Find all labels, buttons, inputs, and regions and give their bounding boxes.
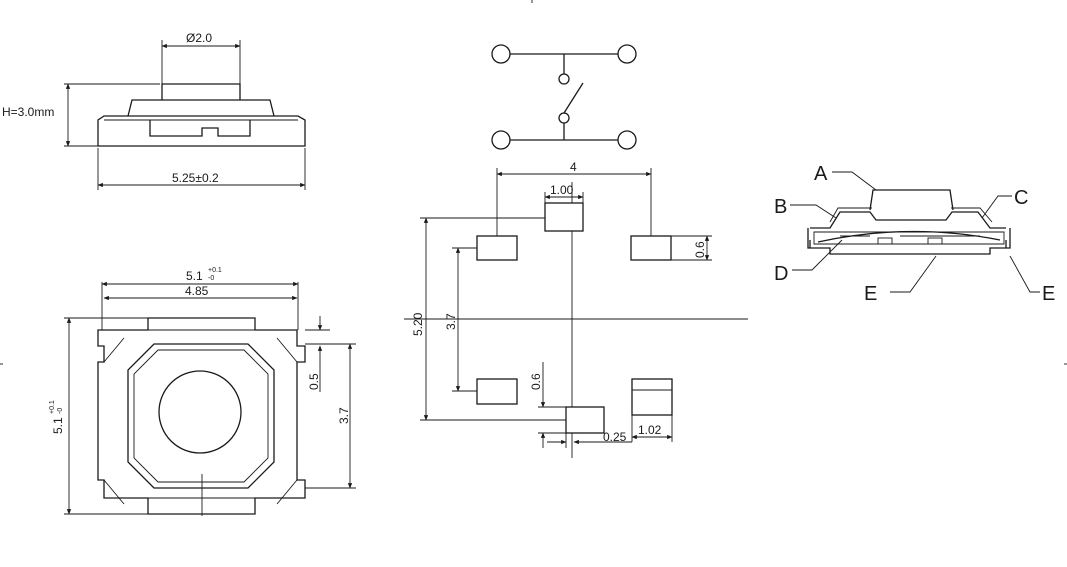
dim-outer-width: 5.1: [186, 269, 203, 283]
leader-b: [790, 204, 837, 219]
contact-circle: [558, 73, 570, 85]
switch-body-top: [97, 317, 306, 515]
dim-outer-width-tol-minus: -0: [208, 275, 214, 282]
dim-inner-y: 3.7: [444, 313, 458, 330]
cover-top: [127, 99, 275, 117]
switch-schematic: [491, 44, 637, 150]
pad-bottom-right: [631, 378, 673, 416]
contact-circle: [558, 112, 570, 124]
terminal-legs: [809, 240, 1007, 248]
dim-pad-gap: 0.6: [529, 373, 543, 390]
actuator-octagon-inner: [133, 349, 269, 483]
dim-pad-width: 1.00: [550, 183, 574, 197]
terminal-circle: [617, 130, 637, 150]
label-c: C: [1014, 187, 1028, 209]
switch-lever: [563, 82, 584, 114]
terminal-recess: [149, 120, 251, 137]
pad-bottom-left: [476, 378, 518, 405]
actuator-octagon-outer: [127, 343, 275, 489]
dim-width: 5.25±0.2: [172, 171, 219, 185]
dim-pad-height: 0.6: [693, 241, 707, 258]
label-d: D: [774, 263, 788, 285]
dim-height: H=3.0mm: [2, 105, 54, 119]
section-view: A B C D E E: [774, 163, 1055, 305]
dim-plunger-dia: Ø2.0: [186, 31, 212, 45]
corner-lines: [103, 337, 298, 505]
contact-e: [877, 237, 893, 245]
label-b: B: [774, 196, 787, 218]
dim-height-tol-minus: -0: [57, 408, 64, 414]
terminal-circle: [491, 130, 511, 150]
dim-offset: 0.25: [603, 430, 627, 444]
body-lines: [104, 329, 297, 499]
housing: [807, 228, 1011, 255]
pad-top-left: [476, 235, 518, 261]
pad-top-right: [630, 235, 672, 261]
leader-a: [832, 171, 877, 191]
dim-outer-width-tol-plus: +0.1: [208, 267, 222, 274]
label-e1: E: [864, 283, 877, 305]
side-view: Ø2.0 H=3.0mm 5.25±0.2: [2, 31, 306, 190]
leader-c: [981, 195, 1012, 219]
dome-d: [817, 230, 1001, 243]
label-e2: E: [1042, 283, 1055, 305]
dim-height-tol-plus: +0.1: [49, 400, 56, 414]
pad-bottom-center: [565, 406, 605, 434]
top-view: 5.1 +0.1 -0 4.85 5.1 +0.1 -0 0.5 3.7: [49, 267, 356, 516]
plunger-circle: [158, 370, 242, 454]
cover-b: [810, 211, 1006, 229]
dim-inner-width: 4.85: [185, 284, 209, 298]
cap-a: [869, 189, 954, 211]
plunger: [161, 83, 241, 100]
terminal-circle: [617, 44, 637, 64]
dim-pitch-x: 4: [570, 160, 577, 174]
dim-height-top: 5.1: [51, 417, 65, 434]
label-a: A: [814, 163, 828, 185]
dim-span-y: 5.20: [411, 312, 425, 336]
leader-d: [792, 239, 843, 271]
contact-e: [927, 237, 943, 245]
dim-pad-len: 1.02: [638, 423, 662, 437]
leader-e1: [890, 255, 937, 293]
leader-e2: [1009, 255, 1040, 293]
dim-tab-span: 3.7: [337, 407, 351, 424]
dim-tab: 0.5: [307, 373, 321, 390]
terminal-circle: [491, 44, 511, 64]
pad-top-center: [544, 202, 584, 232]
cover-edge: [829, 207, 993, 223]
pcb-footprint: 4 1.00 0.6 5.20 3.7 0.6 0.25: [404, 160, 748, 458]
